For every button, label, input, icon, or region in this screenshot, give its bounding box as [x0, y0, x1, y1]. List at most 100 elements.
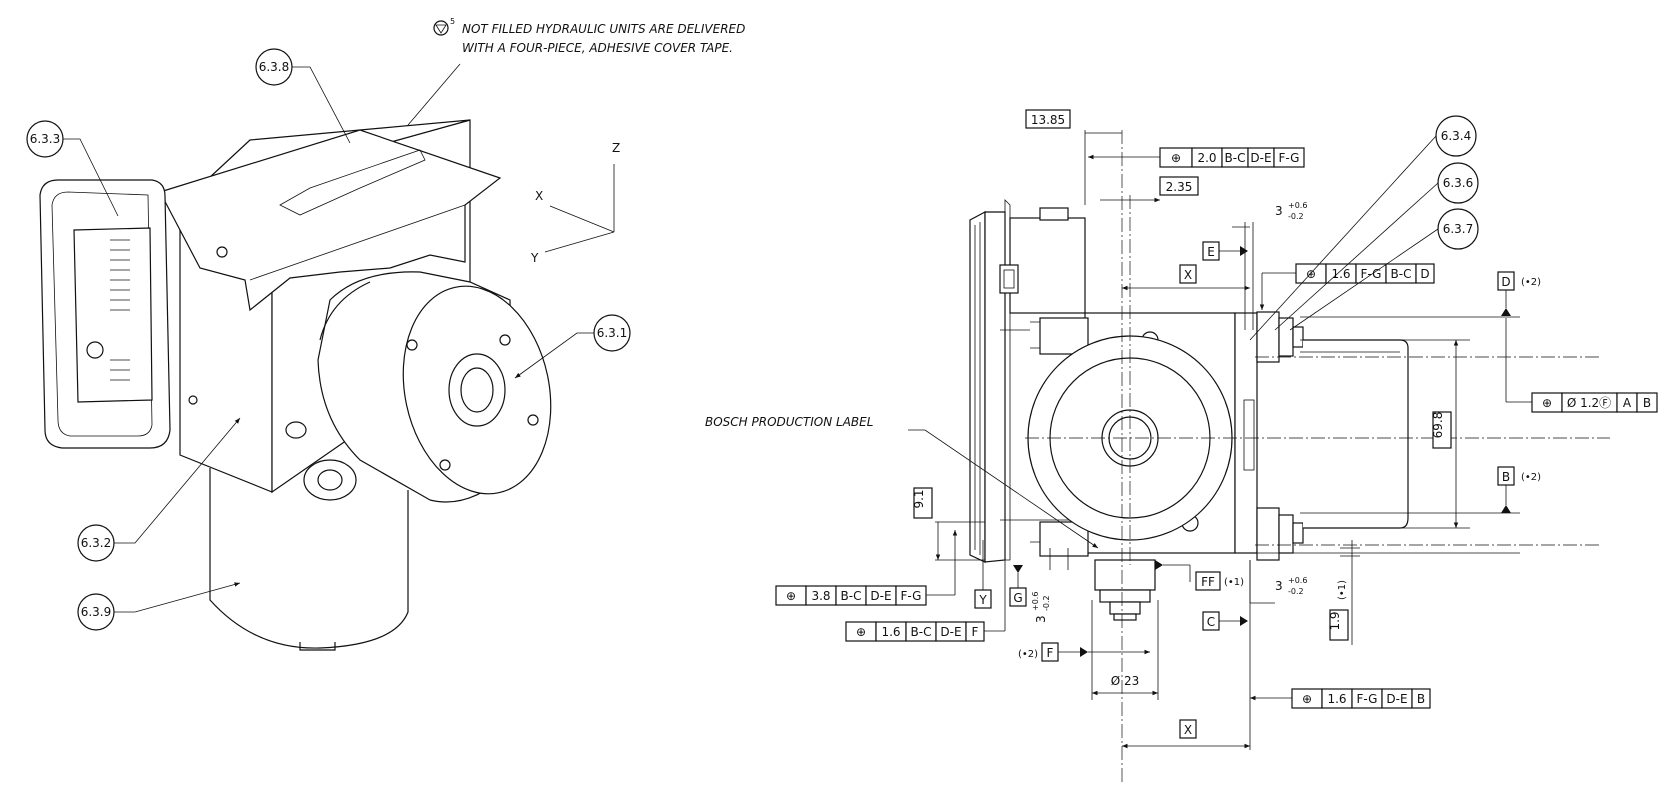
svg-text:1.6: 1.6: [1327, 692, 1346, 706]
svg-text:+0.6: +0.6: [1031, 592, 1040, 611]
datum-g: G: [1009, 565, 1027, 607]
svg-text:6.3.7: 6.3.7: [1443, 222, 1474, 236]
dim-3-tol-top: 3 +0.6 -0.2: [1232, 201, 1307, 330]
production-label-note: BOSCH PRODUCTION LABEL: [705, 415, 1099, 549]
port-fitting: [188, 246, 357, 501]
svg-text:1.6: 1.6: [1331, 267, 1350, 281]
svg-text:6.3.9: 6.3.9: [81, 605, 112, 619]
svg-text:6.3.4: 6.3.4: [1441, 129, 1472, 143]
svg-text:E: E: [1207, 245, 1215, 259]
svg-text:B-C: B-C: [1225, 151, 1246, 165]
svg-text:6.3.3: 6.3.3: [30, 132, 61, 146]
svg-text:6.3.6: 6.3.6: [1443, 176, 1474, 190]
bottom-port: [1094, 559, 1156, 621]
svg-text:D-E: D-E: [940, 625, 961, 639]
svg-text:1.6: 1.6: [881, 625, 900, 639]
lower-cylinder: [209, 468, 409, 651]
svg-text:+0.6: +0.6: [1288, 576, 1307, 585]
svg-text:⊕: ⊕: [1302, 692, 1312, 706]
svg-text:B-C: B-C: [1391, 267, 1412, 281]
dim-1-9: 1.9: [1328, 540, 1360, 645]
callout-6-3-9: 6.3.9: [77, 582, 241, 631]
callout-6-3-7: 6.3.7: [1289, 208, 1479, 331]
svg-text:6.3.2: 6.3.2: [81, 536, 112, 550]
svg-text:(•1): (•1): [1224, 577, 1244, 588]
svg-text:(•2): (•2): [1521, 277, 1541, 288]
note-line-2: WITH A FOUR-PIECE, ADHESIVE COVER TAPE.: [462, 41, 733, 55]
callout-6-3-3: 6.3.3: [26, 120, 119, 217]
svg-text:-0.2: -0.2: [1288, 212, 1304, 221]
svg-text:Ø 1.2Ⓕ: Ø 1.2Ⓕ: [1567, 396, 1611, 410]
svg-text:-0.2: -0.2: [1288, 587, 1304, 596]
fcf-position-1-6-bottom: ⊕ 1.6 F-G D-E B: [1250, 688, 1431, 709]
fcf-position-2-0: ⊕ 2.0 B-C D-E F-G: [1088, 147, 1305, 168]
connector-body: [999, 207, 1086, 314]
svg-text:⊕: ⊕: [786, 589, 796, 603]
note-symbol-icon: 5: [433, 17, 455, 36]
svg-text:F-G: F-G: [1357, 692, 1378, 706]
svg-text:G: G: [1013, 591, 1022, 605]
svg-text:69.8: 69.8: [1431, 412, 1445, 439]
datum-d: D (•2): [1497, 271, 1541, 316]
svg-text:D-E: D-E: [1386, 692, 1407, 706]
svg-text:⊕: ⊕: [1542, 396, 1552, 410]
svg-text:3: 3: [1275, 204, 1283, 218]
svg-text:6.3.1: 6.3.1: [597, 326, 628, 340]
mount-studs: [1243, 311, 1304, 561]
svg-text:3: 3: [1034, 615, 1048, 623]
fcf-position-dia-1-2: ⊕ Ø 1.2Ⓕ A B: [1505, 318, 1658, 413]
svg-text:B-C: B-C: [911, 625, 932, 639]
svg-text:B: B: [1417, 692, 1425, 706]
dim-dia-23: Ø 23: [1091, 600, 1159, 700]
datum-e: E: [1202, 241, 1248, 261]
callout-6-3-2: 6.3.2: [77, 417, 241, 562]
svg-text:F-G: F-G: [1279, 151, 1300, 165]
isometric-hydraulic-unit: 6.3.8 6.3.3 6.3.1 6.3.2 6.3.9: [26, 48, 631, 651]
svg-text:2.35: 2.35: [1166, 180, 1193, 194]
datum-x1-vertical: (•1): [1337, 580, 1348, 600]
svg-text:FF: FF: [1201, 575, 1215, 589]
svg-text:A: A: [1623, 396, 1632, 410]
dim-13-85: 13.85: [1025, 109, 1122, 205]
axis-y-label: Y: [530, 251, 539, 265]
svg-text:B: B: [1643, 396, 1651, 410]
svg-text:6.3.8: 6.3.8: [259, 60, 290, 74]
svg-text:+0.6: +0.6: [1288, 201, 1307, 210]
svg-text:Y: Y: [978, 593, 987, 607]
datum-y: Y: [974, 540, 992, 609]
svg-text:(•2): (•2): [1521, 472, 1541, 483]
callout-6-3-1: 6.3.1: [514, 314, 631, 379]
svg-text:F-G: F-G: [901, 589, 922, 603]
datum-ff: FF (•1): [1155, 560, 1244, 591]
top-bracket: [159, 129, 502, 312]
svg-text:X: X: [1184, 723, 1192, 737]
svg-text:2.0: 2.0: [1197, 151, 1216, 165]
svg-text:13.85: 13.85: [1031, 113, 1065, 127]
svg-text:9.1: 9.1: [912, 489, 926, 508]
svg-text:D: D: [1420, 267, 1429, 281]
motor-side: [1300, 339, 1409, 529]
electrical-connector: [39, 179, 171, 449]
axis-z-label: Z: [612, 141, 620, 155]
svg-text:F: F: [1047, 646, 1054, 660]
svg-text:⊕: ⊕: [856, 625, 866, 639]
svg-text:D: D: [1501, 275, 1510, 289]
callout-6-3-6: 6.3.6: [1274, 162, 1479, 331]
svg-text:⊕: ⊕: [1171, 151, 1181, 165]
dim-x-top: X: [1122, 264, 1250, 291]
svg-text:1.9: 1.9: [1328, 611, 1342, 630]
side-view-hydraulic-unit: 13.85 ⊕ 2.0 B-C D-E F-G 2.35 3 +0.6: [705, 109, 1658, 785]
svg-text:X: X: [1184, 268, 1192, 282]
axis-triad: Z X Y: [530, 141, 620, 265]
datum-f: (•2) F: [1018, 642, 1150, 662]
svg-text:3.8: 3.8: [811, 589, 830, 603]
note-line-1: NOT FILLED HYDRAULIC UNITS ARE DELIVERED: [462, 22, 745, 36]
callout-6-3-4: 6.3.4: [1249, 115, 1477, 341]
datum-c: C: [1202, 611, 1248, 631]
dim-9-1: 9.1: [912, 487, 985, 561]
dim-3-tol-left: 3 +0.6 -0.2: [1031, 548, 1069, 623]
dim-2-35: 2.35: [1100, 176, 1199, 203]
svg-text:D-E: D-E: [1250, 151, 1271, 165]
